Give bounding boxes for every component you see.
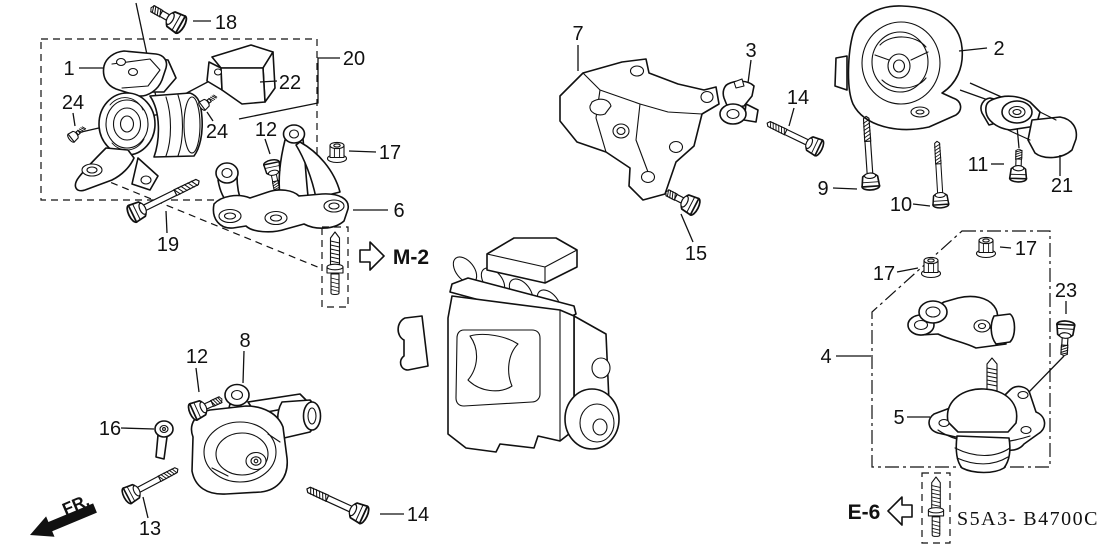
callout-14-top[interactable]: 14 bbox=[787, 87, 809, 109]
m2-arrow-icon bbox=[359, 241, 385, 271]
part-4-group-drawing bbox=[907, 295, 1016, 349]
callout-11[interactable]: 11 bbox=[968, 154, 989, 176]
part-21-stopper-drawing bbox=[980, 95, 1078, 159]
fr-arrow-icon bbox=[30, 503, 97, 537]
bolt-23-drawing bbox=[1055, 321, 1075, 357]
callout-20[interactable]: 20 bbox=[343, 48, 365, 70]
callout-1[interactable]: 1 bbox=[63, 58, 74, 80]
callout-15[interactable]: 15 bbox=[685, 243, 707, 265]
callout-6[interactable]: 6 bbox=[393, 200, 404, 222]
bolt-24-right-drawing bbox=[196, 91, 220, 112]
callout-24-left[interactable]: 24 bbox=[62, 92, 84, 114]
e6-label[interactable]: E-6 bbox=[848, 501, 881, 524]
part-1-mount-drawing bbox=[65, 50, 220, 192]
callout-5[interactable]: 5 bbox=[893, 407, 904, 429]
part-6-bracket-drawing bbox=[212, 124, 349, 233]
callout-2[interactable]: 2 bbox=[993, 38, 1004, 60]
part-2-mount-drawing bbox=[834, 5, 964, 131]
part-3-bracket-drawing bbox=[719, 78, 759, 125]
callout-21[interactable]: 21 bbox=[1051, 175, 1073, 197]
nut-17-left-drawing bbox=[326, 141, 348, 164]
nut-17-mid-drawing bbox=[920, 256, 942, 279]
detail-e6: E-6 bbox=[848, 472, 951, 544]
m2-label[interactable]: M-2 bbox=[393, 246, 429, 269]
callout-17-left[interactable]: 17 bbox=[379, 142, 401, 164]
callout-3[interactable]: 3 bbox=[745, 40, 756, 62]
bolt-10-drawing bbox=[929, 141, 949, 208]
part-22-bracket-drawing bbox=[206, 44, 276, 105]
bolt-11-drawing bbox=[1010, 149, 1028, 182]
stud-m2-drawing bbox=[326, 231, 344, 296]
callout-8[interactable]: 8 bbox=[239, 330, 250, 352]
bolt-15-drawing bbox=[662, 184, 702, 217]
stud-e6-drawing bbox=[927, 476, 945, 537]
part-8-mount-drawing bbox=[190, 383, 322, 495]
callout-16[interactable]: 16 bbox=[99, 418, 121, 440]
bolt-14-top-drawing bbox=[763, 115, 825, 157]
engine-block-drawing bbox=[397, 237, 620, 453]
callout-17-mid[interactable]: 17 bbox=[873, 263, 895, 285]
part-16-fastener-drawing bbox=[154, 420, 174, 460]
e6-arrow-icon bbox=[887, 496, 913, 526]
bolt-18-drawing bbox=[146, 0, 188, 35]
callout-24-right[interactable]: 24 bbox=[206, 121, 228, 143]
leader-lines bbox=[72, 20, 1067, 519]
callout-7[interactable]: 7 bbox=[572, 23, 583, 45]
diagram-part-code: S5A3- B4700C bbox=[957, 508, 1099, 530]
callout-4[interactable]: 4 bbox=[820, 346, 831, 368]
callout-23[interactable]: 23 bbox=[1055, 280, 1077, 302]
bolt-24-left-drawing bbox=[65, 123, 89, 144]
callout-17-top[interactable]: 17 bbox=[1015, 238, 1037, 260]
callout-13[interactable]: 13 bbox=[139, 518, 161, 540]
callout-19[interactable]: 19 bbox=[157, 234, 179, 256]
callout-12-top[interactable]: 12 bbox=[255, 119, 277, 141]
part-7-bracket-drawing bbox=[559, 58, 720, 201]
callout-labels: 18 1 24 20 22 24 12 17 6 19 7 3 14 2 9 1… bbox=[62, 12, 1077, 540]
callout-12-bottom[interactable]: 12 bbox=[186, 346, 208, 368]
callout-14-bottom[interactable]: 14 bbox=[407, 504, 429, 526]
group-20-dashed-box bbox=[40, 38, 321, 269]
nut-17-top-drawing bbox=[975, 236, 997, 259]
bolt-14-bottom-drawing bbox=[303, 480, 371, 525]
callout-9[interactable]: 9 bbox=[817, 178, 828, 200]
bolt-13-drawing bbox=[120, 461, 182, 505]
detail-m2: M-2 bbox=[321, 226, 429, 308]
callout-10[interactable]: 10 bbox=[890, 194, 912, 216]
callout-18[interactable]: 18 bbox=[215, 12, 237, 34]
front-direction-marker: FR. bbox=[30, 491, 97, 537]
part-5-mount-drawing bbox=[928, 357, 1046, 474]
bolt-9-drawing bbox=[857, 116, 879, 191]
callout-22[interactable]: 22 bbox=[279, 72, 301, 94]
